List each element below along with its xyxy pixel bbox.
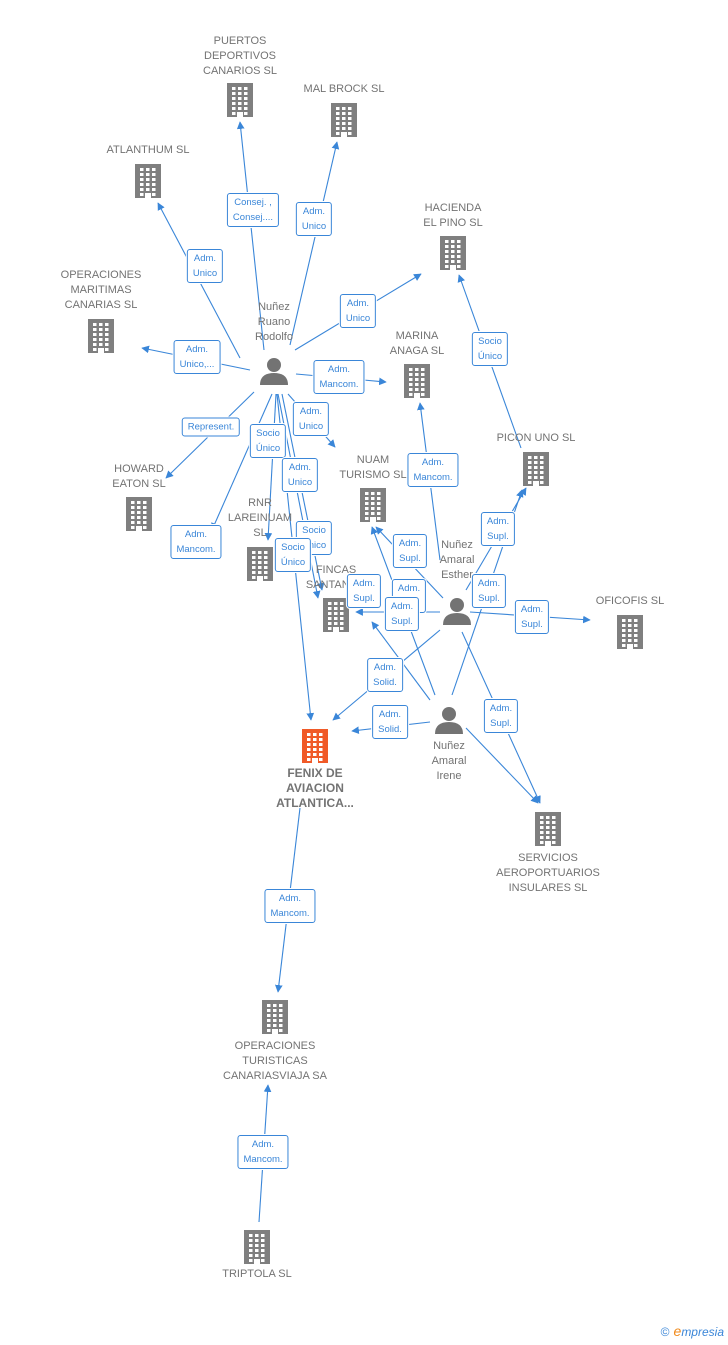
brand-initial: e bbox=[673, 1323, 682, 1339]
building-icon-rnr[interactable] bbox=[247, 547, 273, 581]
edge-line-rodolfo-puertos bbox=[236, 121, 265, 351]
copyright-icon: © bbox=[660, 1325, 670, 1339]
edge-line-rodolfo-fenix bbox=[211, 393, 273, 531]
building-icon-servicios[interactable] bbox=[535, 812, 561, 846]
edge-line-rodolfo-rnr bbox=[264, 393, 277, 541]
edge-line-rodolfo-malbrock bbox=[289, 141, 340, 346]
building-icon-nuam[interactable] bbox=[360, 488, 386, 522]
building-icon-atlanthum[interactable] bbox=[135, 164, 161, 198]
edge-label-rodolfo-rnr[interactable]: Socio Único bbox=[249, 424, 287, 458]
building-icon-marina[interactable] bbox=[404, 364, 430, 398]
node-label-esther[interactable]: Nuñez Amaral Esther bbox=[439, 539, 475, 581]
building-icon-operaciones_turisticas[interactable] bbox=[262, 1000, 288, 1034]
node-label-picon[interactable]: PICON UNO SL bbox=[496, 432, 576, 444]
building-icon-fincas[interactable] bbox=[323, 598, 349, 632]
edge-label-rodolfo-operaciones_maritimas[interactable]: Adm. Unico,... bbox=[173, 340, 221, 374]
edge-label-fenix-operaciones_turisticas[interactable]: Adm. Mancom. bbox=[264, 889, 316, 923]
building-icon-triptola[interactable] bbox=[244, 1230, 270, 1264]
edge-line-irene-servicios bbox=[465, 727, 539, 804]
node-label-howard[interactable]: HOWARD EATON SL bbox=[112, 463, 166, 490]
person-icon-rodolfo[interactable] bbox=[260, 358, 288, 385]
empresia-logo[interactable]: ©empresia bbox=[661, 1323, 724, 1339]
edge-label-triptola-operaciones_turisticas[interactable]: Adm. Mancom. bbox=[237, 1135, 289, 1169]
edge-label-irene-fenix[interactable]: Adm. Solid. bbox=[372, 705, 408, 739]
edge-label-esther-fincas[interactable]: Adm. Supl. bbox=[346, 574, 382, 608]
building-icon-operaciones_maritimas[interactable] bbox=[88, 319, 114, 353]
edge-label-rodolfo-howard[interactable]: Represent. bbox=[181, 417, 241, 437]
edge-label-rodolfo-nuam[interactable]: Adm. Unico bbox=[292, 402, 330, 436]
building-icon-malbrock[interactable] bbox=[331, 103, 357, 137]
person-icon-irene[interactable] bbox=[435, 707, 463, 734]
building-icon-puertos[interactable] bbox=[227, 83, 253, 117]
edge-label-esther-picon[interactable]: Adm. Supl. bbox=[480, 512, 516, 546]
node-label-irene[interactable]: Nuñez Amaral Irene bbox=[431, 740, 467, 782]
node-label-puertos[interactable]: PUERTOS DEPORTIVOS CANARIOS SL bbox=[203, 35, 277, 77]
node-label-servicios[interactable]: SERVICIOS AEROPORTUARIOS INSULARES SL bbox=[496, 852, 600, 894]
edge-line-rodolfo-fincas bbox=[281, 393, 325, 591]
edge-label-irene-picon[interactable]: Adm. Supl. bbox=[471, 574, 507, 608]
building-icon-oficofis[interactable] bbox=[617, 615, 643, 649]
edge-label-rodolfo-fenix[interactable]: Adm. Mancom. bbox=[170, 525, 222, 559]
edge-label-esther-oficofis[interactable]: Adm. Supl. bbox=[514, 600, 550, 634]
node-label-nuam[interactable]: NUAM TURISMO SL bbox=[339, 454, 407, 481]
edge-label-rodolfo-atlanthum[interactable]: Adm. Unico bbox=[186, 249, 224, 283]
edge-label-rodolfo-malbrock[interactable]: Adm. Unico bbox=[295, 202, 333, 236]
building-icon-picon[interactable] bbox=[523, 452, 549, 486]
edge-label-esther-fenix[interactable]: Adm. Solid. bbox=[367, 658, 403, 692]
edge-label-esther-nuam[interactable]: Adm. Supl. bbox=[392, 534, 428, 568]
building-icon-hacienda[interactable] bbox=[440, 236, 466, 270]
node-label-rnr[interactable]: RNR LAREINUAM SL bbox=[227, 497, 293, 539]
edge-label-irene-servicios[interactable]: Adm. Supl. bbox=[483, 699, 519, 733]
edge-label-rodolfo-fenix[interactable]: Socio Único bbox=[274, 538, 312, 572]
edge-label-irene-fincas[interactable]: Adm. Supl. bbox=[384, 597, 420, 631]
node-label-oficofis[interactable]: OFICOFIS SL bbox=[595, 595, 665, 607]
brand-name: mpresia bbox=[681, 1325, 724, 1339]
edge-label-esther-marina[interactable]: Adm. Mancom. bbox=[407, 453, 459, 487]
node-label-fenix[interactable]: FENIX DE AVIACION ATLANTICA... bbox=[276, 766, 354, 810]
edge-label-rodolfo-fincas[interactable]: Adm. Unico bbox=[281, 458, 319, 492]
node-label-marina[interactable]: MARINA ANAGA SL bbox=[389, 330, 445, 357]
node-label-rodolfo[interactable]: Nuñez Ruano Rodolfo bbox=[255, 301, 293, 343]
edge-label-rodolfo-puertos[interactable]: Consej. , Consej.... bbox=[226, 193, 280, 227]
node-label-triptola[interactable]: TRIPTOLA SL bbox=[222, 1268, 292, 1280]
edge-label-rodolfo-marina[interactable]: Adm. Mancom. bbox=[313, 360, 365, 394]
person-icon-esther[interactable] bbox=[443, 598, 471, 625]
building-icon-fenix[interactable] bbox=[302, 729, 328, 763]
node-label-malbrock[interactable]: MAL BROCK SL bbox=[303, 83, 385, 95]
node-label-operaciones_maritimas[interactable]: OPERACIONES MARITIMAS CANARIAS SL bbox=[60, 269, 142, 311]
node-label-operaciones_turisticas[interactable]: OPERACIONES TURISTICAS CANARIASVIAJA SA bbox=[223, 1040, 327, 1082]
building-icon-howard[interactable] bbox=[126, 497, 152, 531]
node-label-atlanthum[interactable]: ATLANTHUM SL bbox=[106, 144, 190, 156]
node-label-hacienda[interactable]: HACIENDA EL PINO SL bbox=[423, 202, 483, 229]
edge-label-picon-hacienda[interactable]: Socio Único bbox=[471, 332, 509, 366]
edge-label-rodolfo-hacienda[interactable]: Adm. Unico bbox=[339, 294, 377, 328]
